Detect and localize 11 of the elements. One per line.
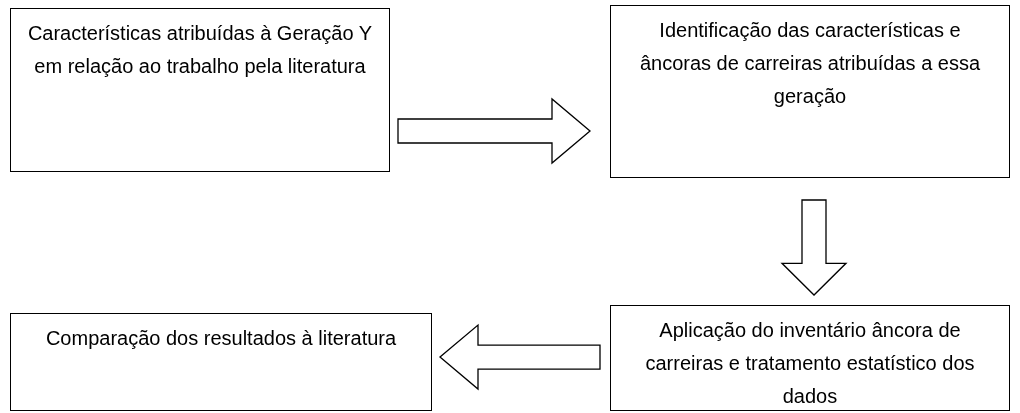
- block-arrow: [397, 97, 591, 165]
- box-text: Características atribuídas à Geração Y em relação ao trabalho pela literatura: [26, 21, 374, 79]
- process-box: [10, 8, 390, 172]
- block-arrow: [439, 323, 601, 391]
- process-box: [610, 5, 1010, 178]
- process-box: [610, 305, 1010, 411]
- box-text: Identificação das características e âncoras de carreiras atribuídas a essa geração: [638, 18, 982, 109]
- block-arrow: [780, 199, 848, 296]
- box-text: Comparação dos resultados à literatura: [45, 326, 397, 351]
- box-text: Aplicação do inventário âncora de carreiras e tratamento estatístico dos dados: [644, 318, 976, 409]
- process-box: [10, 313, 432, 411]
